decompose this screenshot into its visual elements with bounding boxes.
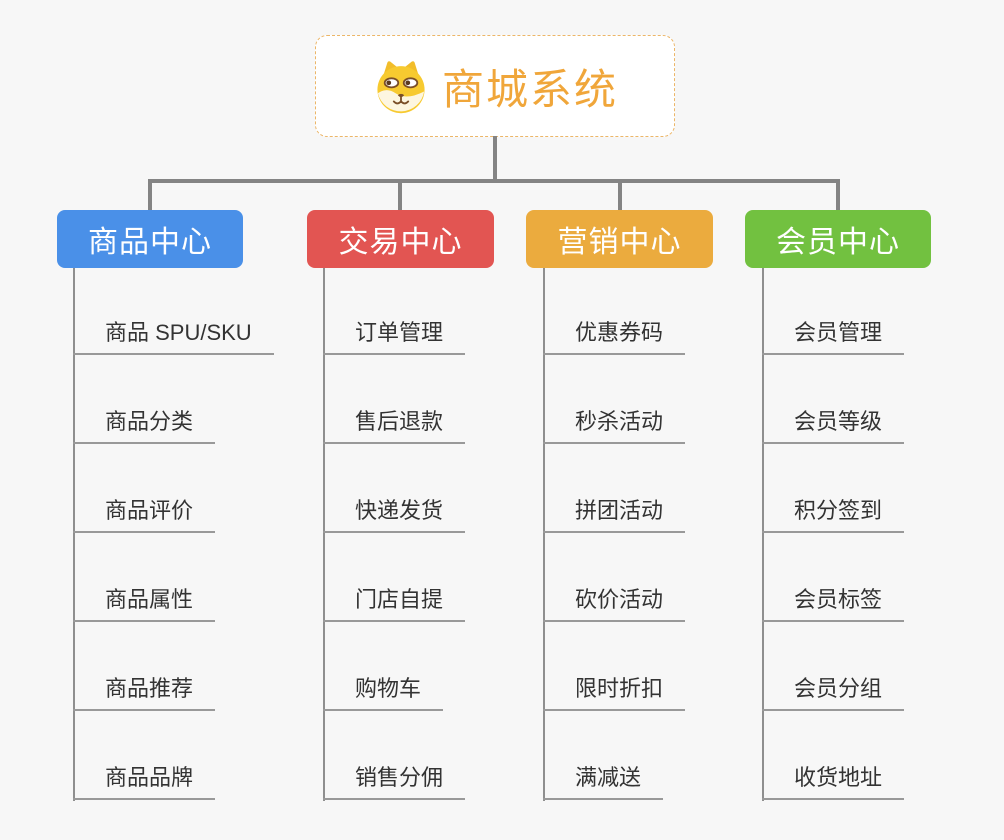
branch-node-member-center[interactable]: 会员中心 <box>745 210 931 268</box>
leaf-node[interactable]: 会员等级 <box>762 409 905 444</box>
leaf-node[interactable]: 商品品牌 <box>73 765 216 800</box>
leaf-node[interactable]: 商品分类 <box>73 409 216 444</box>
connector-drop-4 <box>836 181 840 211</box>
leaf-node[interactable]: 秒杀活动 <box>543 409 686 444</box>
branch-spine-3 <box>543 268 545 801</box>
leaf-node[interactable]: 会员分组 <box>762 676 905 711</box>
branch-label: 营销中心 <box>557 226 682 259</box>
leaf-node[interactable]: 购物车 <box>323 676 444 711</box>
doge-icon <box>377 61 425 114</box>
connector-drop-1 <box>148 181 152 211</box>
branch-node-marketing-center[interactable]: 营销中心 <box>526 210 713 268</box>
branch-node-product-center[interactable]: 商品中心 <box>57 210 243 268</box>
leaf-node[interactable]: 收货地址 <box>762 765 905 800</box>
leaf-node[interactable]: 商品属性 <box>73 587 216 622</box>
leaf-node[interactable]: 满减送 <box>543 765 664 800</box>
root-node[interactable]: 商城系统 <box>315 35 675 137</box>
leaf-node[interactable]: 快递发货 <box>323 498 466 533</box>
branch-label: 交易中心 <box>338 226 463 259</box>
leaf-node[interactable]: 拼团活动 <box>543 498 686 533</box>
leaf-node[interactable]: 订单管理 <box>323 320 466 355</box>
leaf-node[interactable]: 商品评价 <box>73 498 216 533</box>
connector-bus <box>148 179 840 183</box>
connector-drop-3 <box>618 181 622 211</box>
leaf-node[interactable]: 门店自提 <box>323 587 466 622</box>
branch-spine-4 <box>762 268 764 801</box>
leaf-node[interactable]: 会员标签 <box>762 587 905 622</box>
branch-spine-2 <box>323 268 325 801</box>
leaf-node[interactable]: 砍价活动 <box>543 587 686 622</box>
leaf-node[interactable]: 商品推荐 <box>73 676 216 711</box>
leaf-node[interactable]: 商品 SPU/SKU <box>73 320 274 355</box>
leaf-node[interactable]: 会员管理 <box>762 320 905 355</box>
leaf-node[interactable]: 积分签到 <box>762 498 905 533</box>
root-title: 商城系统 <box>441 65 618 113</box>
connector-drop-2 <box>398 181 402 211</box>
branch-label: 会员中心 <box>776 226 900 259</box>
connector-root-drop <box>493 136 497 182</box>
leaf-node[interactable]: 限时折扣 <box>543 676 686 711</box>
branch-spine-1 <box>73 268 75 801</box>
leaf-node[interactable]: 售后退款 <box>323 409 466 444</box>
branch-node-trade-center[interactable]: 交易中心 <box>307 210 494 268</box>
leaf-node[interactable]: 销售分佣 <box>323 765 466 800</box>
leaf-node[interactable]: 优惠券码 <box>543 320 686 355</box>
branch-label: 商品中心 <box>88 226 212 259</box>
